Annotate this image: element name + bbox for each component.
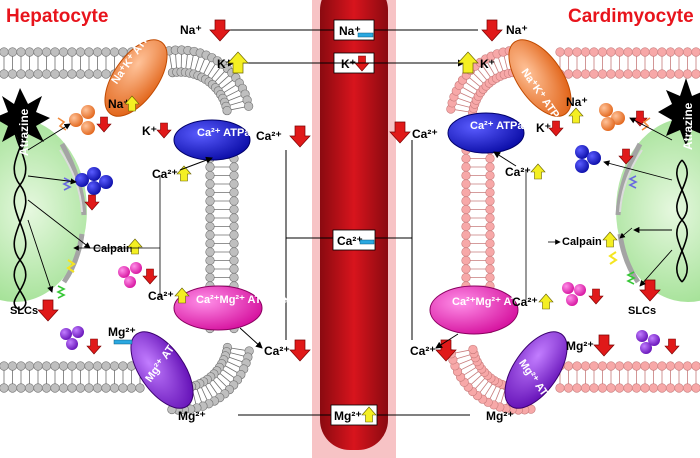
na-in-label-right: Na⁺ [566, 95, 588, 109]
molecule-cluster-orange-right [599, 103, 651, 131]
ca-atpase-right [447, 112, 525, 154]
na-in-label-left: Na⁺ [108, 97, 130, 111]
molecule-cluster-pink-right [562, 282, 604, 306]
k-in-label-right: K⁺ [536, 121, 551, 135]
calpain-label-right: Calpain [562, 236, 602, 248]
blocker-bar-icon [359, 239, 375, 245]
mg-in-label-right: Mg²⁺ [566, 339, 594, 353]
na-label-right: Na⁺ [506, 23, 528, 37]
svg-text:Na⁺: Na⁺ [339, 24, 361, 38]
nucleus-pointer-lines-right [603, 117, 673, 287]
vessel-mg-box: Mg²⁺ [330, 404, 378, 426]
atrazine-label-left: Atrazine [17, 108, 31, 156]
calpain-label-left: Calpain [93, 243, 133, 255]
molecule-cluster-orange-left [57, 105, 112, 135]
camg-atpase-right [429, 285, 519, 335]
ca-in-label-left: Ca²⁺ [152, 167, 178, 181]
molecule-cluster-blue-left [62, 167, 113, 211]
molecule-cluster-pink-left [118, 262, 158, 288]
mg-atpase-right [504, 331, 568, 409]
nucleus-pointer-lines-left [27, 123, 91, 293]
svg-text:K⁺: K⁺ [341, 57, 356, 71]
mg-in-label-left: Mg²⁺ [108, 325, 136, 339]
mg-atpase-left [130, 331, 194, 409]
connector-lines [226, 29, 478, 416]
hepatocyte-title: Hepatocyte [6, 6, 108, 27]
ca-in2-label-right: Ca²⁺ [512, 295, 538, 309]
cardiomyocyte-title: Cardimyocyte [568, 6, 694, 27]
svg-text:Ca²⁺: Ca²⁺ [337, 234, 363, 248]
camg-atpase-left-label: Ca²⁺Mg²⁺ ATPase [196, 294, 287, 306]
blood-vessel [312, 0, 396, 458]
explosion-burst-icon [0, 88, 50, 152]
k-label-left: K⁺ [217, 57, 232, 71]
ca-out2-label-right: Ca²⁺ [410, 344, 436, 358]
blocker-bar-icon [113, 339, 133, 345]
molecule-cluster-purple-right [636, 330, 680, 355]
nak-atpase-left [104, 39, 168, 117]
ca-atpase-left-label: Ca²⁺ ATPase [197, 127, 263, 139]
camg-atpase-left [173, 285, 263, 331]
ca-in2-label-left: Ca²⁺ [148, 289, 174, 303]
ca-out2-label-left: Ca²⁺ [264, 344, 290, 358]
molecule-cluster-purple-left [60, 326, 102, 355]
svg-text:Mg²⁺: Mg²⁺ [334, 409, 362, 423]
hepatocyte-nucleus [0, 118, 87, 302]
ca-out-label-left: Ca²⁺ [256, 129, 282, 143]
atrazine-label-right: Atrazine [681, 102, 695, 150]
explosion-burst-icon [658, 78, 700, 146]
mg-out-label-left: Mg²⁺ [178, 409, 206, 423]
ca-atpase-left [173, 119, 251, 161]
vessel-na-box: Na⁺ [333, 19, 375, 41]
slcs-label-right: SLCs [628, 305, 656, 317]
k-in-label-left: K⁺ [142, 124, 157, 138]
mg-out-label-right: Mg²⁺ [486, 409, 514, 423]
molecule-cluster-blue-right [575, 145, 638, 189]
nak-atpase-right [508, 39, 572, 117]
camg-atpase-right-label: Ca²⁺Mg²⁺ ATPase [452, 296, 543, 308]
ca-atpase-right-label: Ca²⁺ ATPase [470, 120, 536, 132]
na-label-left: Na⁺ [180, 23, 202, 37]
blocker-bar-icon [357, 32, 374, 38]
ca-in-label-right: Ca²⁺ [505, 165, 531, 179]
dna-helix-icon [676, 159, 688, 283]
slcs-label-left: SLCs [10, 305, 38, 317]
ca-out-label-right: Ca²⁺ [412, 127, 438, 141]
k-label-right: K⁺ [480, 57, 495, 71]
vessel-ca-box: Ca²⁺ [332, 229, 376, 251]
